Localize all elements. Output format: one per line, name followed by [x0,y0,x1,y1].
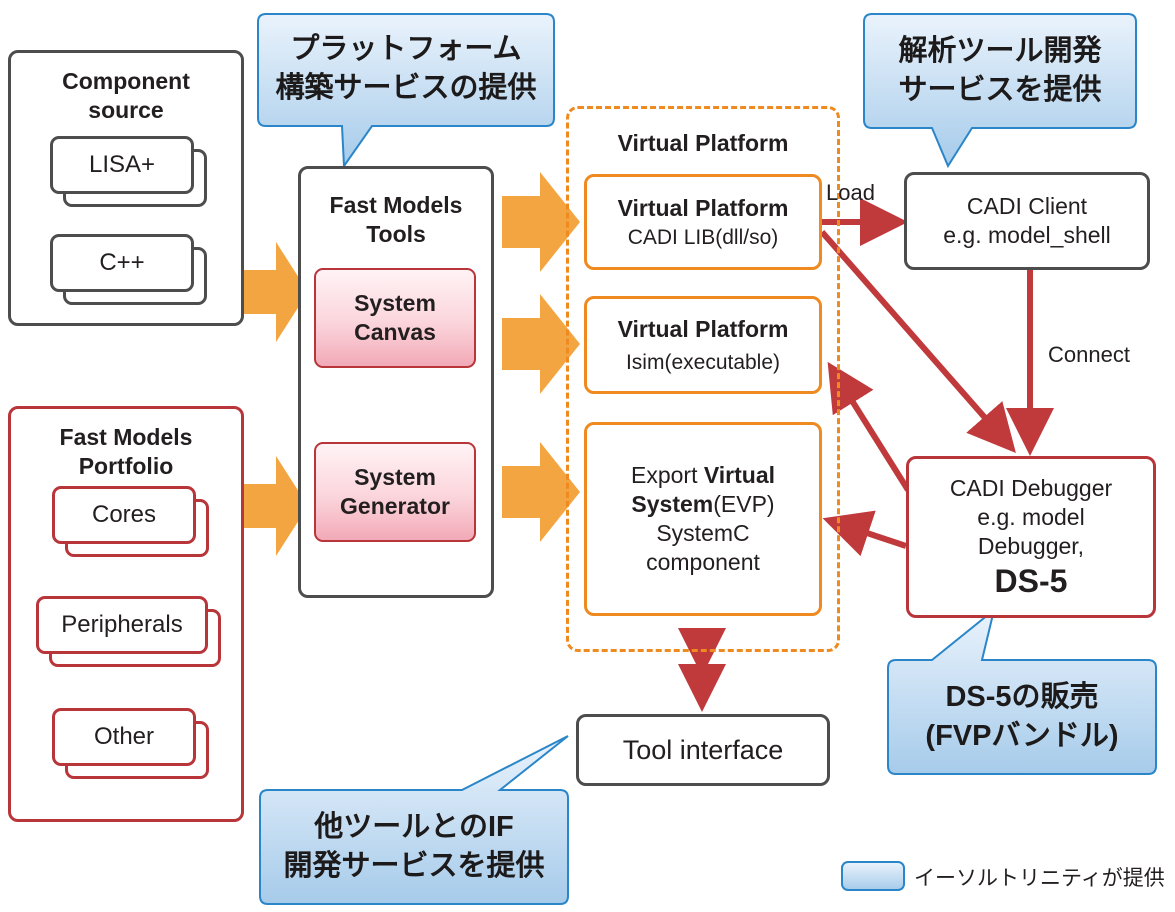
load-label: Load [826,180,875,205]
callout-tool-if-service-text: 他ツールとのIF 開発サービスを提供 [283,811,545,882]
callout-platform-service-text: プラットフォーム 構築サービスの提供 [275,33,537,104]
arrow-portfolio-to-generator [218,456,308,556]
cadi-debugger-line3: Debugger, [977,532,1085,559]
system-canvas-box: System Canvas [314,268,476,368]
fast-models-tools-title: Fast Models Tools [329,192,463,247]
fast-models-portfolio-title: Fast Models Portfolio [59,424,193,479]
arrow-debugger-to-isim [827,361,911,492]
arrow-lib-to-debugger [819,230,1016,454]
cadi-client-line2: e.g. model_shell [943,222,1111,248]
vp-lib-sub: CADI LIB(dll/so) [627,225,779,249]
callout-ds5-sales-text: DS-5の販売 (FVPバンドル) [925,681,1119,752]
virtual-platform-group: Virtual Platform [566,106,840,652]
component-source-title: Component source [62,68,190,123]
item-peripherals-label: Peripherals [36,596,208,654]
vp-evp-line2: System(EVP) [631,491,775,517]
system-generator-box: System Generator [314,442,476,542]
vp-evp-line3: SystemC [656,520,750,546]
item-cpp: C++ [50,234,207,305]
cadi-client-line1: CADI Client [966,193,1088,219]
item-other-label: Other [52,708,196,766]
vp-lib-title: Virtual Platform [617,194,789,221]
arrow-source-to-canvas [218,242,308,342]
arrow-tools-to-evp [502,442,580,542]
vp-evp-box: Export Virtual System(EVP) SystemC compo… [584,422,822,616]
callout-analysis-service [863,13,1137,169]
arrow-tools-to-lib [502,172,580,272]
cadi-debugger-line1: CADI Debugger [949,474,1113,501]
cadi-debugger-box: CADI Debugger e.g. model Debugger, DS-5 [906,456,1156,618]
virtual-platform-group-title: Virtual Platform [617,130,789,156]
vp-evp-line1: Export Virtual [630,462,776,488]
connect-label: Connect [1048,342,1130,367]
vp-isim-title: Virtual Platform [617,315,789,342]
cadi-debugger-line2: e.g. model [977,503,1085,530]
vp-evp-line4: component [646,549,760,575]
arrow-debugger-to-evp [822,510,907,557]
vp-isim-sub: Isim(executable) [625,350,781,374]
callout-analysis-service-text: 解析ツール開発 サービスを提供 [898,35,1102,106]
arrow-tools-to-isim [502,294,580,394]
legend-swatch [841,861,905,891]
item-cpp-label: C++ [50,234,194,292]
item-lisa-label: LISA+ [50,136,194,194]
callout-tool-if-service [259,735,569,905]
callout-platform-service [257,13,555,169]
vp-lib-box: Virtual Platform CADI LIB(dll/so) [584,174,822,270]
tool-interface-box: Tool interface [576,714,830,786]
item-other: Other [52,708,209,779]
item-lisa: LISA+ [50,136,207,207]
item-cores: Cores [52,486,209,557]
cadi-debugger-ds5: DS-5 [994,562,1068,599]
cadi-client-box: CADI Client e.g. model_shell [904,172,1150,270]
vp-isim-box: Virtual Platform Isim(executable) [584,296,822,394]
legend-label: イーソルトリニティが提供 [914,867,1165,890]
callout-ds5-sales [887,607,1157,775]
item-cores-label: Cores [52,486,196,544]
item-peripherals: Peripherals [36,596,221,667]
